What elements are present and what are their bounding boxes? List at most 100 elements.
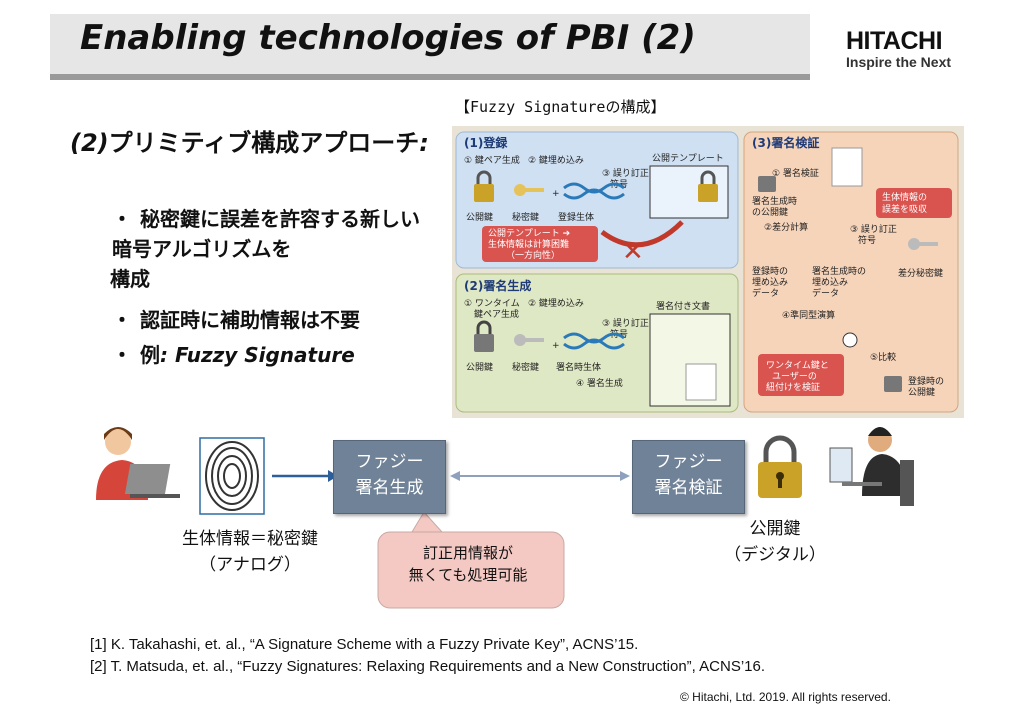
hitachi-logo: HITACHI Inspire the Next xyxy=(846,28,986,70)
lock-icon xyxy=(474,170,494,202)
panel3-reg-b: 埋め込み xyxy=(752,277,788,288)
key-icon xyxy=(908,238,938,250)
key-icon xyxy=(514,184,544,196)
panel2-bio: 署名時生体 xyxy=(556,361,601,373)
panel3-note-box xyxy=(876,188,952,218)
panel3-note-box-2 xyxy=(758,354,844,396)
callout-line-2: 無くても処理可能 xyxy=(408,566,528,584)
panel2-pubkey: 公開鍵 xyxy=(466,361,493,373)
bullet-item-3: ・例: Fuzzy Signature xyxy=(112,340,355,370)
panel1-step2: ② 鍵埋め込み xyxy=(528,154,584,166)
panel3-step3a: ③ 誤り訂正 xyxy=(850,223,897,235)
plus-icon: + xyxy=(552,189,560,199)
reference-2: [2] T. Matsuda, et. al., “Fuzzy Signatur… xyxy=(90,658,766,675)
panel3-note4: ユーザーの xyxy=(772,371,817,382)
lock-icon xyxy=(474,320,494,352)
heading-text: プリミティブ構成アプローチ xyxy=(108,129,420,157)
callout-bubble xyxy=(377,511,565,609)
bullet-1-continuation: 構成 xyxy=(110,267,150,291)
pk-line-1: 公開鍵 xyxy=(749,519,801,539)
panel3-regpub-a: 登録時の xyxy=(908,375,944,387)
panel3-step1: ① 署名検証 xyxy=(772,167,819,179)
cross-icon: ✕ xyxy=(622,237,644,267)
biometric-label: 生体情報＝秘密鍵 （アナログ） xyxy=(160,526,340,578)
panel2-step2: ② 鍵埋め込み xyxy=(528,297,584,309)
reference-1: [1] K. Takahashi, et. al., “A Signature … xyxy=(90,636,639,653)
logo-tagline: Inspire the Next xyxy=(846,54,952,70)
heading-number: (2) xyxy=(70,129,109,157)
panel2-title: (2)署名生成 xyxy=(464,278,531,293)
panel3-sig-a: 署名生成時の xyxy=(812,265,866,277)
panel3-step3b: 符号 xyxy=(858,234,876,246)
bullet-2-text: 認証時に補助情報は不要 xyxy=(140,308,360,332)
arrow-head xyxy=(450,471,460,481)
callout-line-1: 訂正用情報が xyxy=(422,544,513,562)
title-bar xyxy=(50,14,810,80)
panel3-title: (3)署名検証 xyxy=(752,135,819,150)
bullet-item-1: ・秘密鍵に誤差を許容する新しい暗号アルゴリズムを xyxy=(112,204,432,264)
panel3-step2: ②差分計算 xyxy=(764,221,808,233)
fingerprint-icon xyxy=(205,441,259,511)
panel2-seckey: 秘密鍵 xyxy=(512,361,539,373)
figure-caption: 【Fuzzy Signatureの構成】 xyxy=(455,98,666,116)
lock-icon xyxy=(758,435,802,498)
panel3-note5: 紐付けを検証 xyxy=(766,381,820,393)
panel3-regpub-b: 公開鍵 xyxy=(908,386,935,398)
panel2-step3a: ③ 誤り訂正 xyxy=(602,317,649,329)
fuzzy-signature-verification-box: ファジー 署名検証 xyxy=(632,440,745,514)
bio-line-2: （アナログ） xyxy=(199,555,301,575)
panel1-note3: （一方向性） xyxy=(506,249,560,261)
panel1-note-box xyxy=(482,226,598,262)
panel1-seckey: 秘密鍵 xyxy=(512,211,539,223)
flow-graphics xyxy=(96,427,914,609)
user-typing-icon xyxy=(96,427,180,500)
panel3-pubkey-b: の公開鍵 xyxy=(752,206,788,218)
bullet-glyph: ・ xyxy=(112,308,132,332)
gen-line-2: 署名生成 xyxy=(355,478,424,498)
bullet-1-text: 秘密鍵に誤差を許容する新しい暗号アルゴリズムを xyxy=(112,207,420,261)
panel3-sig-b: 埋め込み xyxy=(812,277,848,288)
public-key-label: 公開鍵 （デジタル） xyxy=(720,516,830,568)
ver-line-2: 署名検証 xyxy=(654,478,723,498)
panel1-title: (1)登録 xyxy=(464,135,508,150)
copyright: © Hitachi, Ltd. 2019. All rights reserve… xyxy=(680,690,891,704)
panel1-pubtemplate: 公開テンプレート xyxy=(652,153,724,164)
panel2-step4: ④ 署名生成 xyxy=(576,377,623,389)
pk-line-2: （デジタル） xyxy=(724,545,826,565)
biometric-wave-icon xyxy=(563,182,625,200)
panel1-step3a: ③ 誤り訂正 xyxy=(602,167,649,179)
bullet-3-rest: : Fuzzy Signature xyxy=(160,343,355,367)
slide-title: Enabling technologies of PBI (2) xyxy=(80,18,696,58)
panel3-step4: ④準同型演算 xyxy=(782,309,835,321)
panel2-step1b: 鍵ペア生成 xyxy=(474,308,519,320)
panel1-note1: 公開テンプレート ➔ xyxy=(488,228,571,239)
panel3-step5: ⑤比較 xyxy=(870,351,896,363)
arrow-head xyxy=(620,471,630,481)
panel3-note2: 誤差を吸収 xyxy=(882,203,927,215)
ver-line-1: ファジー xyxy=(654,452,723,472)
panel3-reg-a: 登録時の xyxy=(752,265,788,277)
bio-line-1: 生体情報＝秘密鍵 xyxy=(182,529,318,549)
heading-colon: : xyxy=(419,129,429,157)
bullet-item-2: ・認証時に補助情報は不要 xyxy=(112,305,360,335)
lock-icon xyxy=(758,176,776,192)
fuzzy-signature-diagram: (1)登録 ① 鍵ペア生成 ② 鍵埋め込み ③ 誤り訂正 符号 公開テンプレート… xyxy=(452,126,964,418)
bullet-glyph: ・ xyxy=(112,343,132,367)
panel2-step1a: ① ワンタイム xyxy=(464,298,520,309)
fingerprint-icon-frame xyxy=(199,437,265,515)
one-way-arrow xyxy=(600,220,684,248)
panel1-note2: 生体情報は計算困難 xyxy=(488,238,569,250)
panel1-bio: 登録生体 xyxy=(558,211,594,223)
operation-icon xyxy=(842,332,858,348)
panel3-note3: ワンタイム鍵と xyxy=(766,359,829,371)
bullet-3-prefix: 例 xyxy=(140,343,160,367)
key-icon xyxy=(514,334,544,346)
user-at-computer-icon xyxy=(829,427,914,506)
logo-name: HITACHI xyxy=(846,27,943,55)
panel3-note1: 生体情報の xyxy=(882,191,927,203)
lock-icon xyxy=(884,376,902,392)
panel1-pubkey: 公開鍵 xyxy=(466,211,493,223)
callout-text: 訂正用情報が 無くても処理可能 xyxy=(378,542,558,586)
bullet-glyph: ・ xyxy=(112,207,132,231)
document-icon xyxy=(685,363,717,401)
